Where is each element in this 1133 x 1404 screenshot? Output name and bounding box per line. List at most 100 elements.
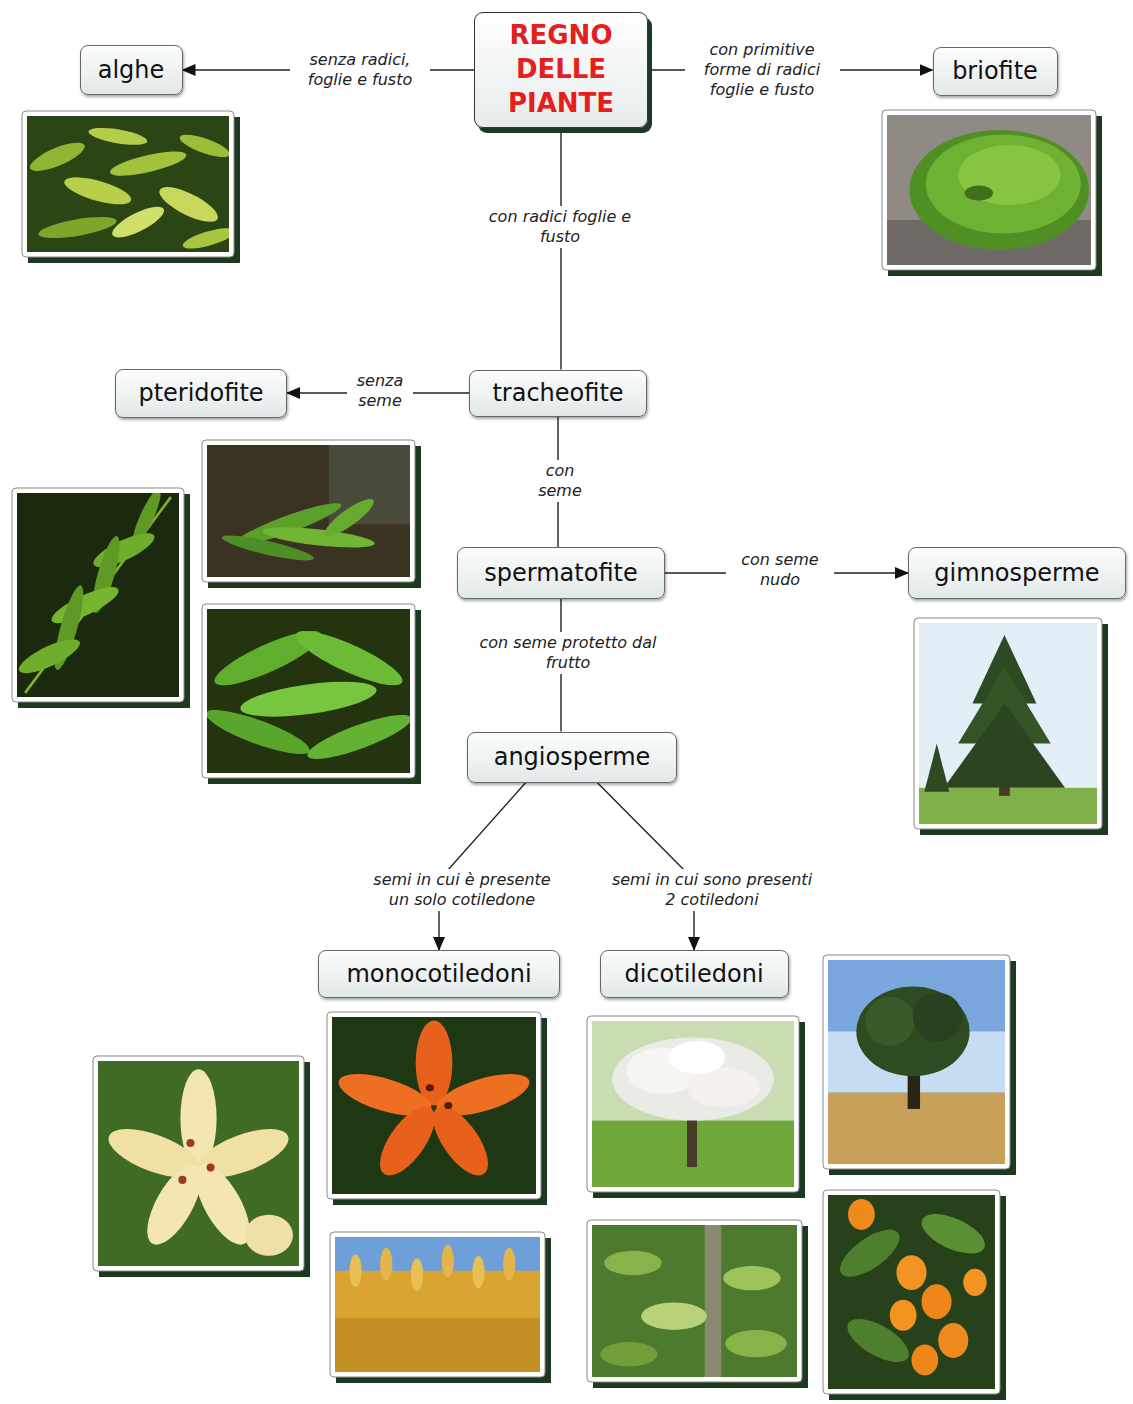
edge-label: con seme nudo xyxy=(726,549,834,591)
cream-lily-photo xyxy=(93,1056,310,1277)
blossom-tree-photo-part-part xyxy=(592,1021,794,1187)
wheat-photo-part xyxy=(330,1232,545,1377)
cream-lily-photo-part xyxy=(98,1061,299,1266)
fern-frond-photo-part xyxy=(12,488,184,702)
category-box: dicotiledoni xyxy=(600,950,789,998)
category-box: monocotiledoni xyxy=(318,950,560,998)
vine-photo xyxy=(587,1220,808,1388)
algae-photo-part xyxy=(24,116,239,253)
algae-photo-part xyxy=(28,117,240,263)
oak-tree-photo-part-part xyxy=(856,987,969,1077)
node-label: pteridofite xyxy=(138,379,263,408)
category-box: spermatofite xyxy=(457,547,665,599)
moss-photo-part xyxy=(887,115,1091,265)
moss-photo-part-part xyxy=(958,145,1060,205)
edge-label: senza seme xyxy=(347,370,413,412)
edge-label: con seme protetto dal frutto xyxy=(468,632,668,674)
fern-photo-part-part xyxy=(219,531,318,565)
algae-photo-part-part xyxy=(27,116,229,252)
conifer-photo xyxy=(914,618,1108,835)
algae-photo-part-part xyxy=(179,224,239,252)
node-label: dicotiledoni xyxy=(624,960,763,989)
orange-tree-photo-part-part xyxy=(834,1220,905,1286)
category-box: gimnosperme xyxy=(908,547,1126,599)
orange-tree-photo-part xyxy=(823,1190,1000,1394)
node-label: angiosperme xyxy=(494,743,651,772)
category-box: pteridofite xyxy=(115,369,287,418)
cream-lily-photo-part xyxy=(99,1062,310,1277)
orange-lily-photo-part-part xyxy=(426,1084,434,1091)
orange-lily-photo-part xyxy=(332,1017,536,1194)
vine-photo-part-part xyxy=(641,1303,707,1330)
algae-photo-part-part xyxy=(86,125,150,149)
orange-lily-photo-part-part xyxy=(416,1021,453,1106)
node-label: spermatofite xyxy=(484,559,637,588)
node-label: gimnosperme xyxy=(934,559,1099,588)
algae-photo-part-part xyxy=(175,131,234,162)
connector xyxy=(560,128,561,370)
node-label: briofite xyxy=(952,57,1038,86)
fern-bush-photo xyxy=(200,604,421,784)
blossom-tree-photo-part-part xyxy=(669,1041,726,1074)
blossom-tree-photo-part xyxy=(593,1022,805,1198)
cream-lily-photo-part-part xyxy=(207,1164,215,1172)
orange-tree-photo-part-part xyxy=(922,1284,952,1319)
fern-photo-part xyxy=(202,440,415,582)
cream-lily-photo-part xyxy=(93,1056,304,1271)
orange-lily-photo-part-part xyxy=(332,1017,536,1194)
conifer-photo-part xyxy=(914,618,1102,829)
vine-photo-part-part xyxy=(592,1225,797,1377)
fern-photo xyxy=(202,440,421,588)
node-label: monocotiledoni xyxy=(346,960,531,989)
edge-label: con radici foglie e fusto xyxy=(485,206,635,248)
edge-label: con seme xyxy=(532,460,588,502)
moss-photo-part-part xyxy=(926,135,1081,234)
category-box: angiosperme xyxy=(467,732,677,783)
cream-lily-photo-part-part xyxy=(186,1139,194,1147)
conifer-photo-part-part xyxy=(924,744,949,792)
orange-lily-photo-part xyxy=(333,1018,547,1205)
oak-tree-photo-part xyxy=(829,961,1016,1175)
blossom-tree-photo xyxy=(587,1016,805,1198)
conifer-photo-part xyxy=(920,624,1108,835)
wheat-photo-part xyxy=(335,1237,540,1372)
orange-lily-photo xyxy=(327,1012,547,1205)
conifer-photo-part xyxy=(919,623,1097,824)
blossom-tree-photo-part xyxy=(592,1021,794,1187)
orange-tree-photo-part-part xyxy=(896,1255,926,1290)
wheat-photo-part-part xyxy=(472,1256,484,1288)
fern-bush-photo-part xyxy=(200,609,417,773)
vine-photo-part xyxy=(593,1226,808,1388)
vine-photo-part-part xyxy=(604,1251,661,1275)
vine-photo-part xyxy=(592,1225,797,1377)
fern-frond-photo-part xyxy=(16,485,179,697)
edge-label: semi in cui sono presenti 2 cotiledoni xyxy=(607,869,817,911)
fern-bush-photo-part-part xyxy=(237,675,379,723)
wheat-photo-part-part xyxy=(503,1248,515,1280)
wheat-photo-part-part xyxy=(335,1318,540,1372)
connector xyxy=(439,783,526,951)
moss-photo-part-part xyxy=(965,186,994,201)
oak-tree-photo-part-part xyxy=(828,960,1005,1164)
fern-frond-photo-part xyxy=(18,494,190,708)
orange-tree-photo-part-part xyxy=(828,1195,995,1389)
vine-photo-part-part xyxy=(600,1342,657,1366)
wheat-photo-part-part xyxy=(335,1237,540,1372)
orange-tree-photo-part xyxy=(829,1196,1006,1400)
orange-tree-photo-part-part xyxy=(912,1344,939,1375)
orange-tree-photo-part-part xyxy=(917,1206,989,1262)
fern-photo-part xyxy=(207,445,410,577)
vine-photo-part-part xyxy=(725,1330,787,1357)
fern-photo-part xyxy=(208,446,421,588)
vine-photo-part-part xyxy=(723,1266,780,1290)
fern-bush-photo-part-part xyxy=(200,702,315,762)
algae-photo-part-part xyxy=(59,172,137,210)
orange-lily-photo-part xyxy=(327,1012,541,1199)
edge-label: senza radici, foglie e fusto xyxy=(290,49,430,91)
root-box: REGNO DELLE PIANTE xyxy=(474,12,648,128)
orange-tree-photo-part-part xyxy=(963,1269,986,1296)
oak-tree-photo xyxy=(823,955,1016,1175)
oak-tree-photo-part-part xyxy=(913,993,963,1042)
orange-tree-photo-part-part xyxy=(848,1199,875,1230)
edge-label: semi in cui è presente un solo cotiledon… xyxy=(360,869,565,911)
